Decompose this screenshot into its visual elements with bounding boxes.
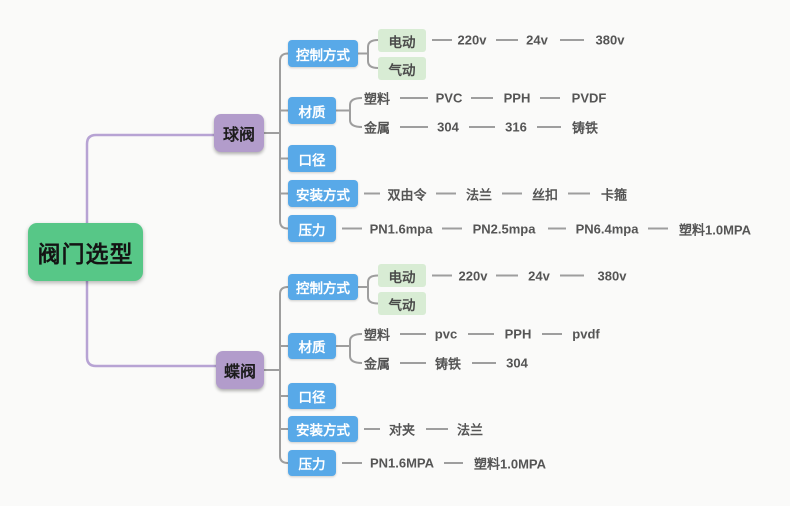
ball-leaf-electric[interactable]: 电动 xyxy=(378,29,426,52)
ball-material-metal-label[interactable]: 金属 xyxy=(363,120,391,136)
chain-label-material[interactable]: 铸铁 xyxy=(571,120,599,136)
branch-node-butterfly-valve[interactable]: 蝶阀 xyxy=(216,351,264,389)
butterfly-category-installation[interactable]: 安装方式 xyxy=(288,416,358,442)
ball-category-diameter[interactable]: 口径 xyxy=(288,145,336,172)
branch-node-ball-valve[interactable]: 球阀 xyxy=(214,114,264,152)
ball-category-control-method[interactable]: 控制方式 xyxy=(288,40,358,67)
chain-label-installation[interactable]: 法兰 xyxy=(465,187,493,202)
chain-label-material[interactable]: PPH xyxy=(504,326,532,342)
root-node-valve-selection[interactable]: 阀门选型 xyxy=(28,223,143,281)
root-to-butterfly-valve-line xyxy=(85,250,216,368)
chain-label-voltage[interactable]: 24v xyxy=(526,32,548,48)
butterfly-material-plastic-label[interactable]: 塑料 xyxy=(363,327,391,343)
chain-label-material[interactable]: 304 xyxy=(437,119,459,135)
butterfly-category-pressure[interactable]: 压力 xyxy=(288,450,336,476)
chain-label-pressure[interactable]: PN1.6mpa xyxy=(369,221,433,236)
butterfly-material-children-bracket xyxy=(336,333,363,364)
ball-category-material[interactable]: 材质 xyxy=(288,97,336,124)
chain-label-installation[interactable]: 法兰 xyxy=(456,422,484,438)
ball-category-pressure[interactable]: 压力 xyxy=(288,215,336,242)
chain-label-installation[interactable]: 丝扣 xyxy=(531,187,559,202)
ball-valve-children-bracket xyxy=(264,52,289,230)
ball-leaf-pneumatic[interactable]: 气动 xyxy=(378,57,426,80)
chain-label-material[interactable]: pvc xyxy=(434,326,458,342)
chain-label-pressure[interactable]: PN6.4mpa xyxy=(575,221,639,236)
ball-category-installation[interactable]: 安装方式 xyxy=(288,180,358,207)
butterfly-valve-children-bracket xyxy=(264,286,289,464)
chain-label-installation[interactable]: 双由令 xyxy=(387,187,427,202)
ball-material-plastic-label[interactable]: 塑料 xyxy=(363,91,391,107)
ball-control-children-bracket xyxy=(358,39,379,69)
butterfly-leaf-electric[interactable]: 电动 xyxy=(378,264,426,287)
butterfly-category-material[interactable]: 材质 xyxy=(288,333,336,359)
chain-label-material[interactable]: PVDF xyxy=(571,90,607,106)
chain-label-installation[interactable]: 卡箍 xyxy=(600,187,628,202)
chain-label-voltage[interactable]: 380v xyxy=(595,32,625,48)
butterfly-leaf-pneumatic[interactable]: 气动 xyxy=(378,292,426,315)
chain-label-pressure[interactable]: PN2.5mpa xyxy=(472,221,536,236)
chain-label-voltage[interactable]: 220v xyxy=(457,32,487,48)
chain-label-voltage[interactable]: 220v xyxy=(458,268,488,283)
chain-label-material[interactable]: PVC xyxy=(435,90,463,106)
chain-label-pressure[interactable]: 塑料1.0MPA xyxy=(474,456,546,472)
chain-label-pressure[interactable]: PN1.6MPA xyxy=(369,455,435,471)
butterfly-category-diameter[interactable]: 口径 xyxy=(288,383,336,409)
chain-label-installation[interactable]: 对夹 xyxy=(388,422,416,438)
chain-label-material[interactable]: 铸铁 xyxy=(434,356,462,372)
chain-label-voltage[interactable]: 380v xyxy=(597,268,627,283)
chain-label-material[interactable]: 304 xyxy=(506,355,528,371)
chain-label-voltage[interactable]: 24v xyxy=(528,268,550,283)
chain-label-material[interactable]: PPH xyxy=(503,90,531,106)
chain-segment-lines xyxy=(342,39,668,464)
chain-label-material[interactable]: 316 xyxy=(505,119,527,135)
ball-material-children-bracket xyxy=(336,97,363,128)
butterfly-category-control-method[interactable]: 控制方式 xyxy=(288,274,358,300)
butterfly-material-metal-label[interactable]: 金属 xyxy=(363,356,391,372)
root-to-ball-valve-line xyxy=(85,133,214,250)
butterfly-control-children-bracket xyxy=(358,274,379,305)
chain-label-material[interactable]: pvdf xyxy=(572,326,600,342)
chain-label-pressure[interactable]: 塑料1.0MPA xyxy=(679,222,751,237)
